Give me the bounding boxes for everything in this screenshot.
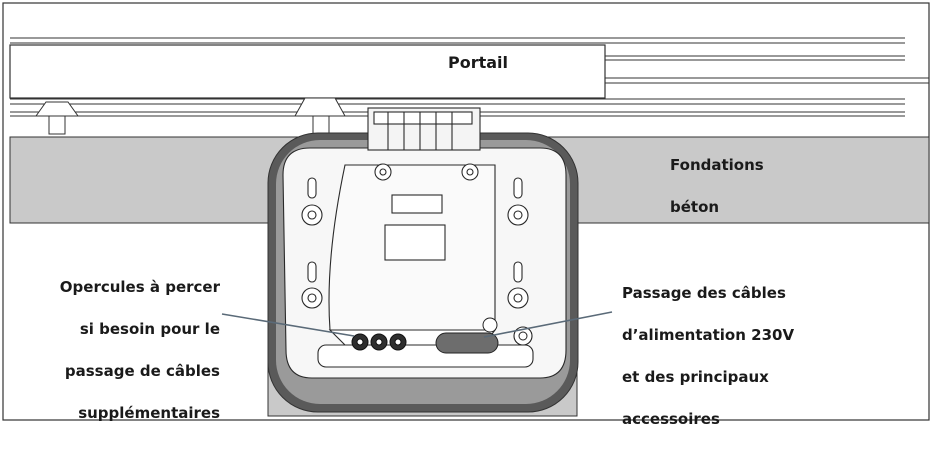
cable-passage-label-line: accessoires (622, 410, 720, 428)
knockout-holes (351, 333, 407, 351)
gate-beam (9, 44, 606, 99)
knockouts-label-line: supplémentaires (78, 404, 220, 422)
cable-passage-label-line: et des principaux (622, 368, 769, 386)
knockouts-label-line: si besoin pour le (79, 320, 220, 338)
motor-installation-diagram (2, 2, 930, 421)
leader-passage (483, 311, 613, 338)
foundation-label-line: béton (670, 198, 720, 216)
knockouts-label-line: Opercules à percer (59, 278, 220, 296)
gate-label: Portail (448, 53, 509, 72)
knockouts-label: Opercules à percer si besoin pour le pas… (60, 256, 220, 445)
mounting-screws (301, 163, 529, 309)
foundation-label-line: Fondations (670, 156, 764, 174)
foundation-label: Fondations béton (670, 134, 764, 239)
cable-passage-label-line: Passage des câbles (622, 284, 786, 302)
cable-passage (435, 317, 533, 354)
cable-passage-label-line: d’alimentation 230V (622, 326, 795, 344)
knockouts-label-line: passage de câbles (64, 362, 220, 380)
gate-supports (35, 97, 346, 137)
leader-opercules (221, 313, 355, 337)
